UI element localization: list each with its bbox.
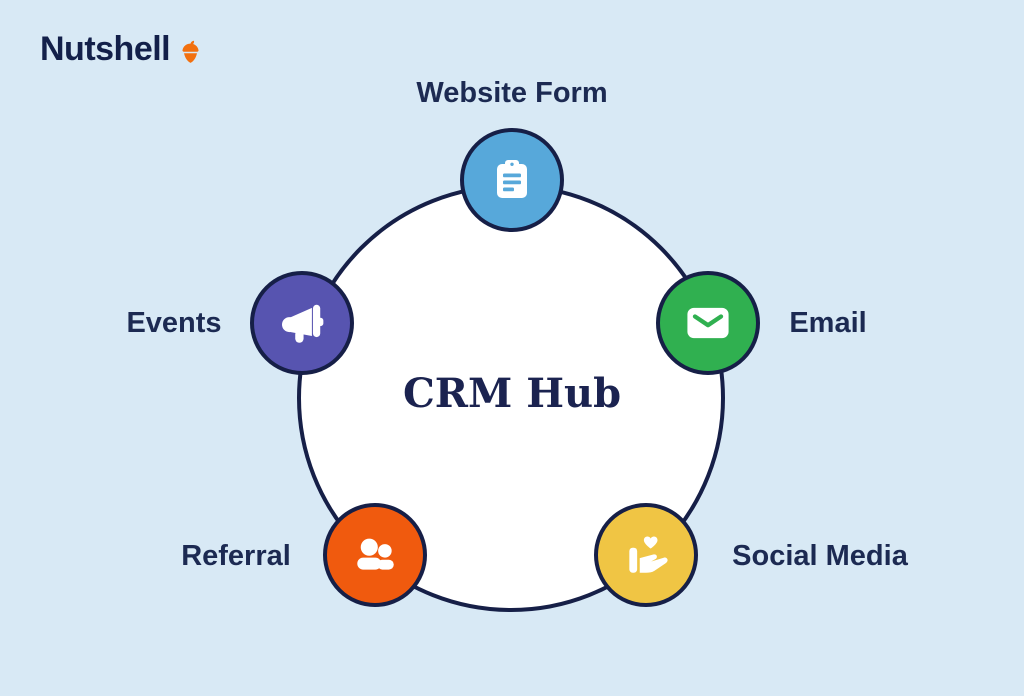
hand-heart-icon	[621, 530, 671, 580]
envelope-icon	[682, 297, 734, 349]
node-label-events: Events	[126, 307, 222, 339]
acorn-icon	[179, 40, 202, 64]
node-label-email: Email	[789, 307, 867, 339]
node-label-referral: Referral	[181, 540, 291, 572]
node-events	[250, 271, 354, 375]
hub-title: CRM Hub	[402, 370, 622, 417]
logo-wordmark: Nutshell	[40, 30, 171, 68]
clipboard-icon	[488, 156, 536, 204]
node-website-form	[460, 128, 564, 232]
people-icon	[350, 530, 400, 580]
node-label-website-form: Website Form	[416, 77, 608, 109]
node-label-social-media: Social Media	[732, 540, 908, 572]
node-referral	[323, 503, 427, 607]
node-email	[656, 271, 760, 375]
nutshell-logo: Nutshell	[40, 30, 202, 69]
megaphone-icon	[277, 298, 327, 348]
node-social-media	[594, 503, 698, 607]
